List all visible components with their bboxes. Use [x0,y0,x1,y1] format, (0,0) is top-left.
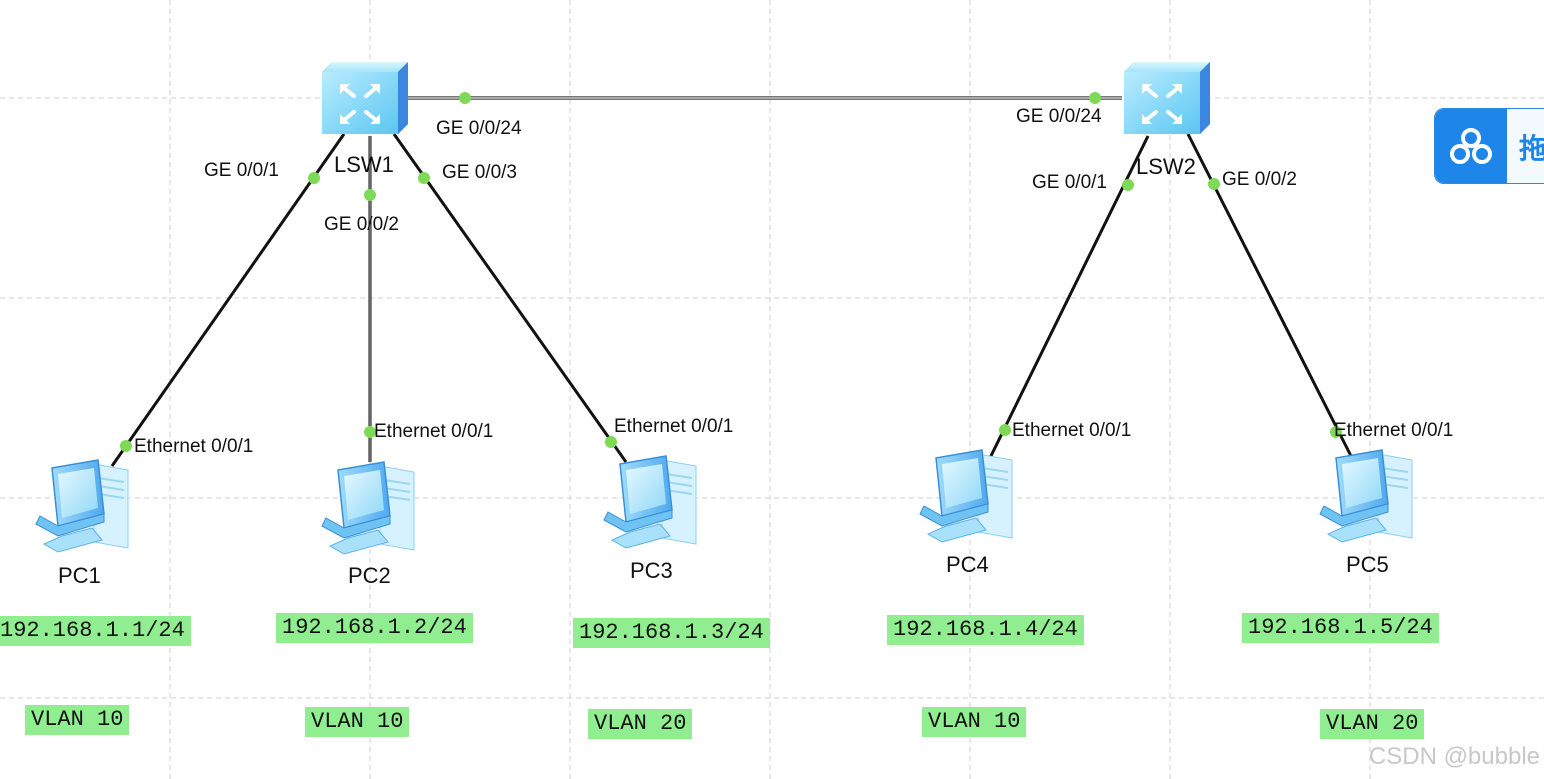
pc-label-pc4: PC4 [946,552,989,577]
port-label-pc3: Ethernet 0/0/1 [614,416,734,437]
port-label-lsw2-ge1: GE 0/0/1 [1032,172,1107,193]
switch-label-lsw2: LSW2 [1136,154,1196,179]
ip-tag-pc2: 192.168.1.2/24 [276,613,473,643]
port-dot [308,172,320,184]
port-dot [1122,179,1134,191]
link-lsw2-pc4 [986,135,1150,463]
port-label-pc1: Ethernet 0/0/1 [134,436,254,457]
port-label-pc5: Ethernet 0/0/1 [1334,420,1454,441]
vlan-tag-pc2: VLAN 10 [305,707,410,737]
port-dot [364,426,376,438]
ip-tag-pc1: 192.168.1.1/24 [0,616,191,646]
port-label-lsw1-ge3: GE 0/0/3 [442,162,517,183]
pc-icon-pc3 [603,455,697,549]
port-dot [1208,178,1220,190]
pc-label-pc2: PC2 [348,563,391,588]
port-label-lsw2-ge24: GE 0/0/24 [1016,106,1102,127]
pc-icon-pc2 [321,461,415,555]
port-dot [364,189,376,201]
vlan-tag-pc4: VLAN 10 [922,707,1027,737]
vlan-tag-pc5: VLAN 20 [1320,709,1425,739]
port-dot [605,436,617,448]
port-label-lsw1-ge24: GE 0/0/24 [436,118,522,139]
port-dot [1089,92,1101,104]
pc-icon-pc1 [35,459,129,553]
side-floating-widget[interactable]: 拖 [1434,108,1544,184]
pc-icon-pc4 [919,449,1013,543]
watermark: CSDN @bubble [1368,743,1540,770]
link-lsw1-pc3 [392,133,628,463]
port-dot [120,440,132,452]
pc-label-pc1: PC1 [58,563,101,588]
side-widget-text: 拖 [1519,127,1544,167]
switch-label-lsw1: LSW1 [334,152,394,177]
vlan-tag-pc1: VLAN 10 [25,705,130,735]
port-dot [418,172,430,184]
vlan-tag-pc3: VLAN 20 [588,709,693,739]
port-dot [999,424,1011,436]
port-dot [1330,426,1342,438]
pc-label-pc3: PC3 [630,558,673,583]
port-label-lsw1-ge1: GE 0/0/1 [204,160,279,181]
link-lsw1-pc1 [110,133,346,467]
ip-tag-pc5: 192.168.1.5/24 [1242,613,1439,643]
ip-tag-pc4: 192.168.1.4/24 [887,615,1084,645]
port-label-pc4: Ethernet 0/0/1 [1012,420,1132,441]
switch-icon-lsw1 [320,60,410,136]
port-dots [120,92,1342,452]
port-label-lsw1-ge2: GE 0/0/2 [324,214,399,235]
port-label-pc2: Ethernet 0/0/1 [374,421,494,442]
port-label-lsw2-ge2: GE 0/0/2 [1222,169,1297,190]
ip-tag-pc3: 192.168.1.3/24 [573,618,770,648]
pc-icon-pc5 [1319,449,1413,543]
port-dot [459,92,471,104]
pc-label-pc5: PC5 [1346,552,1389,577]
switch-icon-lsw2 [1122,60,1212,136]
cloud-icon [1435,109,1507,183]
